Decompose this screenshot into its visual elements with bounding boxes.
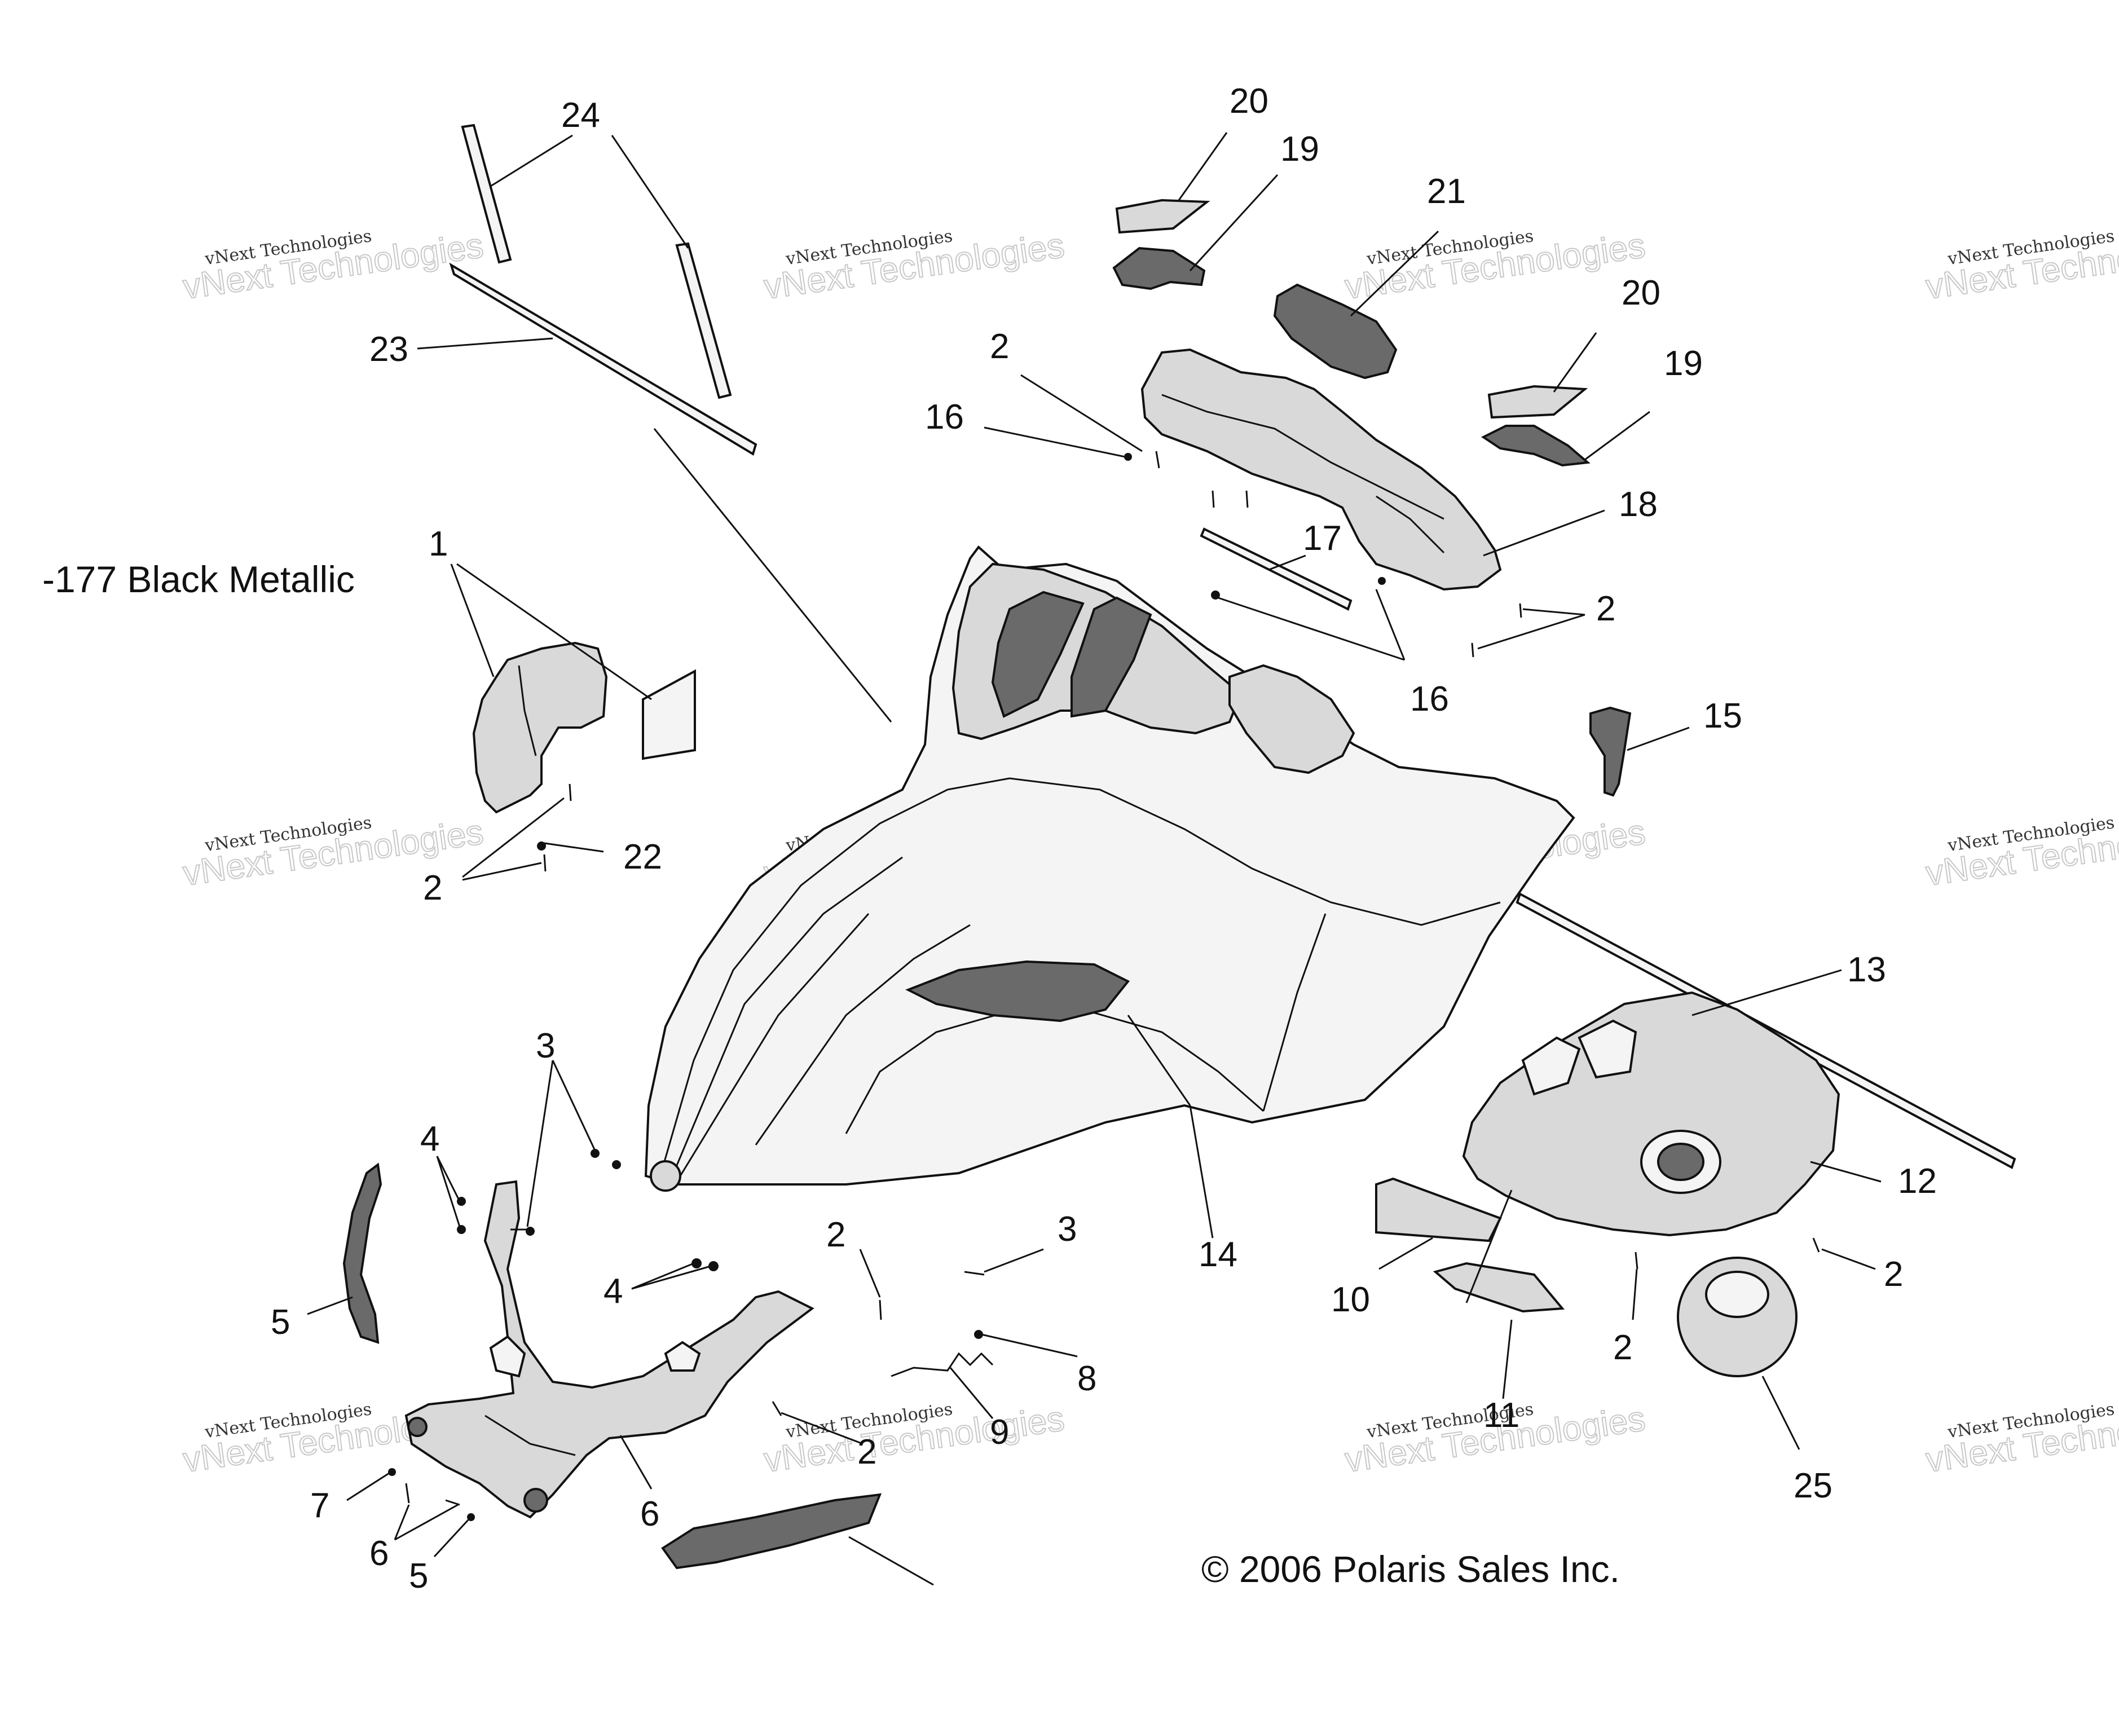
callout-23: 23 bbox=[369, 330, 408, 369]
part-1-mirror bbox=[472, 641, 608, 814]
callout-12: 12 bbox=[1898, 1162, 1937, 1201]
part-23-strip bbox=[449, 262, 757, 456]
callout-15: 15 bbox=[1703, 697, 1742, 735]
copyright-text: © 2006 Polaris Sales Inc. bbox=[1201, 1548, 1620, 1590]
part-12-tank bbox=[1462, 991, 1840, 1237]
callout-14: 14 bbox=[1199, 1235, 1237, 1274]
callout-16: 16 bbox=[1410, 680, 1449, 719]
callout-4: 4 bbox=[603, 1272, 623, 1311]
callout-2: 2 bbox=[826, 1215, 845, 1254]
callout-20: 20 bbox=[1230, 82, 1268, 121]
callout-9: 9 bbox=[990, 1413, 1009, 1452]
callout-18: 18 bbox=[1619, 485, 1658, 524]
callout-6: 5 bbox=[409, 1557, 428, 1596]
callout-2: 2 bbox=[1596, 589, 1615, 628]
part-17-strip bbox=[1200, 527, 1353, 611]
callout-10: 10 bbox=[1331, 1280, 1370, 1319]
callout-20: 20 bbox=[1622, 274, 1660, 312]
callout-19: 19 bbox=[1280, 130, 1319, 169]
part-19-bracket-right bbox=[1481, 425, 1591, 467]
part-5-handle-left bbox=[342, 1162, 382, 1344]
callout-labels: 24 23 20 19 21 20 19 2 16 18 17 2 16 1 2… bbox=[271, 82, 1937, 1596]
part-20-pad-right bbox=[1487, 385, 1588, 419]
callout-2: 2 bbox=[857, 1433, 876, 1471]
part-1-decal bbox=[642, 669, 696, 760]
callout-11: 11 bbox=[1483, 1396, 1519, 1435]
callout-6: 7 bbox=[310, 1486, 329, 1525]
callout-16: 16 bbox=[925, 398, 964, 437]
callout-2: 2 bbox=[1884, 1255, 1903, 1294]
part-2-screws-18 bbox=[1124, 451, 1522, 658]
part-9-wire bbox=[879, 1271, 994, 1377]
callout-7: 6 bbox=[369, 1534, 389, 1573]
callout-22: 22 bbox=[623, 838, 662, 876]
part-10-decal bbox=[1375, 1177, 1502, 1242]
callout-21: 21 bbox=[1427, 172, 1466, 211]
part-24-strips bbox=[461, 124, 732, 399]
callout-24: 24 bbox=[561, 96, 600, 135]
callout-2: 2 bbox=[1613, 1328, 1632, 1367]
part-14-vent-mesh bbox=[905, 960, 1130, 1023]
part-5-handle-bottom bbox=[661, 1493, 882, 1570]
part-15-clip bbox=[1589, 706, 1632, 797]
callout-19: 19 bbox=[1664, 344, 1703, 383]
callout-4: 8 bbox=[1077, 1359, 1096, 1398]
callout-8: 6 bbox=[640, 1495, 659, 1534]
part-14-hood bbox=[644, 545, 1575, 1192]
callout-2: 2 bbox=[423, 869, 442, 907]
callout-5: 5 bbox=[271, 1303, 290, 1342]
part-2-screws-12 bbox=[1635, 1237, 1820, 1270]
part-20-pad-upper bbox=[1115, 199, 1210, 234]
callout-3: 3 bbox=[1058, 1210, 1077, 1249]
part-19-bracket-upper bbox=[1112, 246, 1206, 290]
part-25-grommet bbox=[1677, 1257, 1798, 1377]
leader-lines bbox=[307, 132, 1882, 1586]
callout-17: 17 bbox=[1303, 519, 1342, 558]
part-11-decal bbox=[1433, 1262, 1565, 1313]
part-8-bumper bbox=[404, 1180, 814, 1519]
callout-4: 4 bbox=[420, 1120, 439, 1158]
callout-3: 3 bbox=[536, 1026, 555, 1065]
callout-1: 1 bbox=[429, 525, 448, 563]
variant-label: -177 Black Metallic bbox=[42, 558, 355, 600]
part-hardware-left bbox=[388, 1149, 782, 1521]
part-18-dash-housing bbox=[1140, 348, 1502, 591]
part-2-22-hardware bbox=[537, 783, 572, 872]
callout-13: 13 bbox=[1847, 950, 1886, 989]
callout-25: 25 bbox=[1794, 1466, 1832, 1505]
part-21-gauge bbox=[1273, 283, 1398, 380]
callout-2: 2 bbox=[990, 327, 1009, 366]
